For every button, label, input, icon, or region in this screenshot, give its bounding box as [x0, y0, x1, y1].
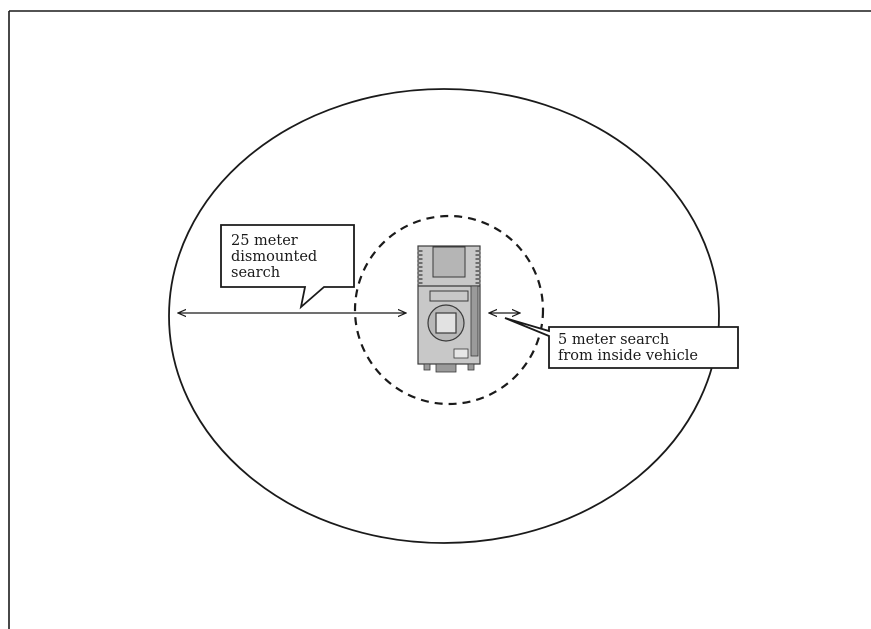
dismounted-callout-line-2: dismounted	[231, 249, 317, 265]
vehicle-rear-step	[435, 363, 457, 373]
page-frame	[8, 10, 871, 629]
vehicle-callout-line-1: 5 meter search	[558, 332, 669, 348]
vehicle-rear-light-left	[423, 363, 431, 371]
vehicle-hatch	[429, 290, 469, 302]
vehicle-callout-bubble	[504, 317, 739, 369]
vehicle-side-rack	[470, 285, 479, 357]
dismounted-search-zone-outer-ellipse	[168, 88, 720, 544]
dismounted-callout-line-1: 25 meter	[231, 233, 298, 249]
vehicle-top-view-icon	[417, 245, 481, 373]
vehicle-cab	[432, 246, 466, 278]
dismounted-callout-bubble	[220, 224, 355, 310]
vehicle-turret-gunner	[435, 312, 457, 334]
vehicle-rear-box	[453, 348, 469, 359]
vehicle-search-callout: 5 meter search from inside vehicle	[504, 317, 739, 369]
vehicle-callout-line-2: from inside vehicle	[558, 348, 698, 364]
dismounted-search-callout: 25 meter dismounted search	[220, 224, 355, 310]
dismounted-callout-line-3: search	[231, 265, 280, 281]
vehicle-rear-light-right	[467, 363, 475, 371]
